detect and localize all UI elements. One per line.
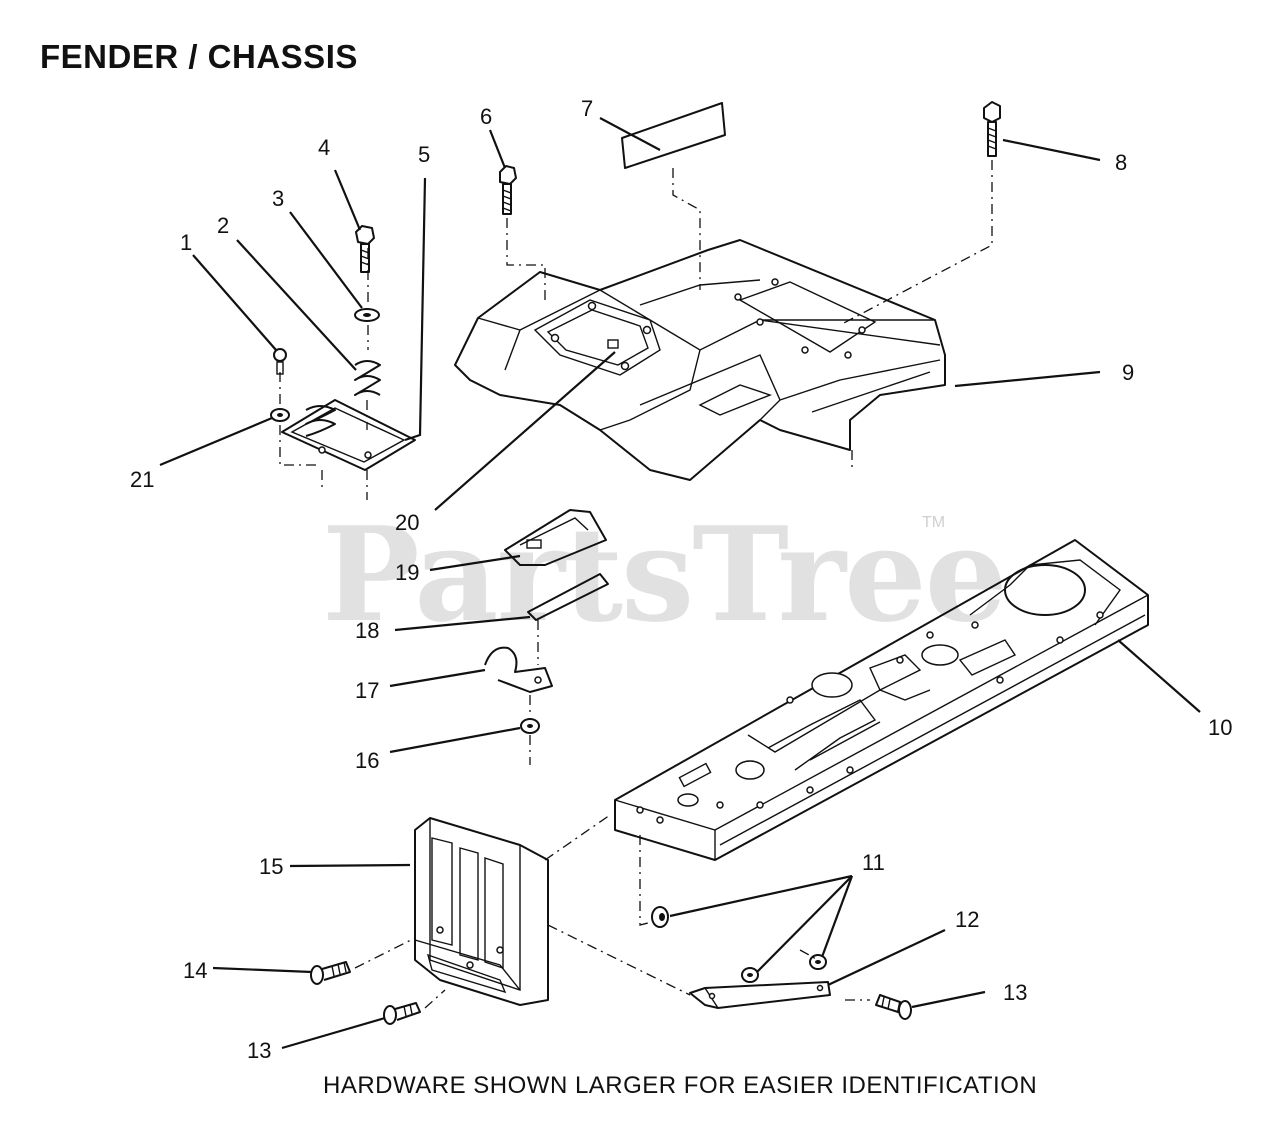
callout-5: 5 (418, 142, 430, 167)
callout-12: 12 (955, 907, 979, 932)
screw-1[interactable] (273, 348, 287, 375)
callout-4: 4 (318, 135, 330, 160)
seat-plate-5[interactable] (281, 399, 416, 471)
nut-11-c[interactable] (809, 954, 827, 970)
callout-16: 16 (355, 748, 379, 773)
bolt-8[interactable] (983, 101, 1001, 157)
fender-part[interactable] (454, 239, 946, 481)
callout-20: 20 (395, 510, 419, 535)
diagram-title: FENDER / CHASSIS (40, 38, 358, 75)
bolt-4[interactable] (355, 225, 375, 273)
callout-10: 10 (1208, 715, 1232, 740)
callout-15: 15 (259, 854, 283, 879)
callout-2: 2 (217, 213, 229, 238)
plate-18[interactable] (527, 573, 609, 621)
callout-18: 18 (355, 618, 379, 643)
nut-11-a[interactable] (651, 906, 669, 928)
callout-1: 1 (180, 230, 192, 255)
callout-19: 19 (395, 560, 419, 585)
footnote-text: HARDWARE SHOWN LARGER FOR EASIER IDENTIF… (323, 1072, 1038, 1099)
callout-13-left: 13 (247, 1038, 271, 1063)
nut-16[interactable] (520, 718, 540, 734)
bolt-13-right[interactable] (875, 994, 912, 1020)
decal-part[interactable] (621, 102, 726, 169)
bolt-6[interactable] (499, 165, 517, 215)
callout-labels: 1 2 3 4 5 6 7 8 9 10 11 12 13 13 14 15 1… (130, 96, 1232, 1063)
callout-21: 21 (130, 467, 154, 492)
callout-17: 17 (355, 678, 379, 703)
washer-3[interactable] (354, 308, 380, 322)
nut-11-b[interactable] (741, 967, 759, 983)
callout-13-right: 13 (1003, 980, 1027, 1005)
callout-11: 11 (862, 850, 885, 875)
clamp-17[interactable] (484, 646, 553, 693)
nut-21[interactable] (270, 408, 290, 422)
brace-12[interactable] (689, 981, 831, 1009)
bracket-19[interactable] (504, 509, 607, 566)
callout-6: 6 (480, 104, 492, 129)
callout-8: 8 (1115, 150, 1127, 175)
assembly-lines (279, 160, 993, 1009)
callout-14: 14 (183, 958, 207, 983)
callout-7: 7 (581, 96, 593, 121)
front-panel-15[interactable] (414, 817, 549, 1006)
watermark-trademark: TM (922, 514, 946, 531)
callout-3: 3 (272, 186, 284, 211)
chassis-frame-10[interactable] (614, 539, 1149, 861)
bolt-13-left[interactable] (383, 1002, 421, 1025)
leader-lines (159, 117, 1201, 1050)
callout-9: 9 (1122, 360, 1134, 385)
spring-2[interactable] (354, 360, 381, 396)
bolt-14[interactable] (310, 961, 351, 985)
